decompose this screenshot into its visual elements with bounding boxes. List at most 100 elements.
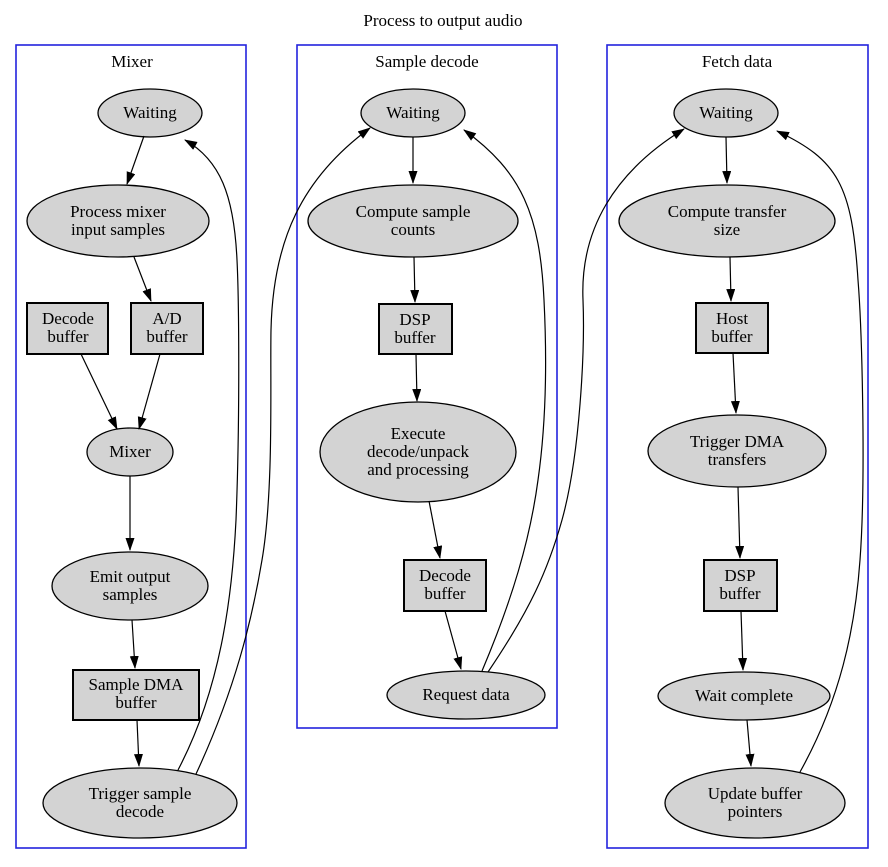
cluster-sample-decode-border [296, 44, 558, 729]
node-rect [130, 302, 204, 355]
node-rect [403, 559, 487, 612]
edge-emit-output-samples-to-sample-dma-buffer [129, 619, 139, 669]
node-label: Wait complete [695, 686, 793, 705]
edge-wait-complete-to-update-buffer-pointers [745, 719, 755, 767]
label-line: pointers [728, 802, 783, 821]
label-line: buffer [47, 327, 89, 346]
node-ellipse [319, 401, 517, 503]
edge-sample-dma-buffer-to-trigger-sample-decode [133, 719, 143, 767]
label-line: DSP [399, 310, 430, 329]
label-line: decode/unpack [367, 442, 469, 461]
node-mixer-mixer: Mixer [86, 427, 174, 477]
label-line: buffer [711, 327, 753, 346]
node-fetch-data-waiting: Waiting [673, 88, 779, 138]
node-ellipse [307, 184, 519, 258]
label-line: size [714, 220, 740, 239]
node-ellipse [97, 88, 203, 138]
label-line: Trigger sample [89, 784, 192, 803]
label-line: Update buffer [708, 784, 803, 803]
node-label: Waiting [123, 103, 177, 122]
node-wait-complete: Wait complete [657, 671, 831, 721]
node-ellipse [42, 767, 238, 839]
label-line: Process mixer [70, 202, 166, 221]
label-line: DSP [724, 566, 755, 585]
node-request-data: Request data [386, 670, 546, 720]
node-mixer-waiting: Waiting [97, 88, 203, 138]
node-sample-decode-waiting: Waiting [360, 88, 466, 138]
label-line: samples [103, 585, 158, 604]
label-line: Execute [391, 424, 446, 443]
edge-host-buffer-to-trigger-dma-transfers [730, 352, 740, 414]
node-label: Waiting [386, 103, 440, 122]
node-ellipse [647, 414, 827, 488]
edge-update-buffer-pointers-to-fetch-data-waiting [776, 130, 864, 773]
label-line: Decode [42, 309, 94, 328]
label-line: Compute transfer [668, 202, 787, 221]
edge-trigger-dma-transfers-to-dsp-buffer [735, 486, 745, 559]
label-line: buffer [394, 328, 436, 347]
label-line: Trigger DMA [690, 432, 785, 451]
node-rect [72, 669, 200, 721]
cluster-fetch-data-label: Fetch data [702, 52, 773, 71]
edge-request-data-to-fetch-data-waiting [487, 128, 685, 673]
edge-process-mixer-input-samples-to-ad-buffer [133, 256, 152, 302]
edge-fetch-data-waiting-to-compute-transfer-size [722, 136, 732, 184]
cluster-fetch-data-border [606, 44, 869, 849]
label-line: Host [716, 309, 748, 328]
edge-decode-buffer-to-request-data [444, 610, 463, 670]
node-ellipse [664, 767, 846, 839]
edges [80, 127, 864, 775]
label-line: buffer [146, 327, 188, 346]
edge-dsp-buffer-to-wait-complete [738, 610, 748, 671]
label-line: Compute sample [356, 202, 471, 221]
edge-decode-buffer-to-mixer [80, 353, 118, 430]
label-line: buffer [719, 584, 761, 603]
cluster-mixer-label: Mixer [111, 52, 153, 71]
label-line: counts [391, 220, 435, 239]
edge-compute-transfer-size-to-host-buffer [726, 256, 736, 302]
label-line: Emit output [90, 567, 171, 586]
edge-compute-sample-counts-to-dsp-buffer [410, 256, 420, 303]
node-ellipse [26, 184, 210, 258]
label-line: and processing [367, 460, 469, 479]
node-rect [26, 302, 109, 355]
label-line: buffer [115, 693, 157, 712]
edge-trigger-sample-decode-to-mixer-waiting [177, 139, 240, 771]
cluster-mixer-border [15, 44, 247, 849]
edge-ad-buffer-to-mixer [137, 353, 161, 430]
label-line: transfers [708, 450, 767, 469]
label-line: input samples [71, 220, 165, 239]
cluster-sample-decode-label: Sample decode [375, 52, 478, 71]
label-line: Decode [419, 566, 471, 585]
edge-dsp-buffer-to-execute-decode [412, 353, 422, 402]
label-line: Sample DMA [89, 675, 185, 694]
